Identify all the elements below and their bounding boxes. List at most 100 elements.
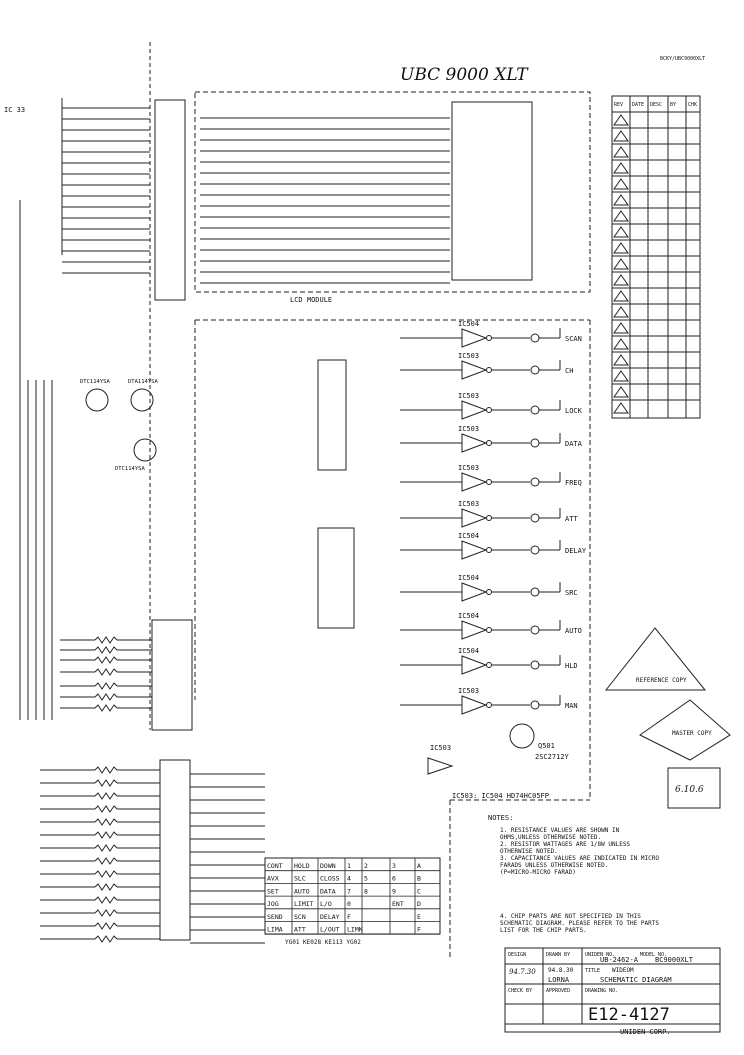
key-matrix-cell: DOWN [320,862,336,870]
note-line: 1. RESISTANCE VALUES ARE SHOWN IN [500,827,620,834]
key-matrix-cell: 8 [364,887,368,895]
key-matrix-cell: 1 [347,862,351,870]
key-matrix-cell: HOLD [294,862,310,870]
note-line: FARADS UNLESS OTHERWISE NOTED. [500,862,608,869]
ic-label: IC504 [458,574,479,582]
key-matrix-cell: DELAY [320,913,340,921]
tb-model: BC9000XLT [655,956,694,964]
note-line: (P=MICRO-MICRO FARAD) [500,869,576,876]
key-matrix-cell: 7 [347,887,351,895]
tb-company: UNIDEN CORP. [620,1028,671,1036]
key-matrix-cell: L/OUT [320,926,340,934]
led-label-lock: LOCK [565,407,583,415]
key-matrix-cell: SLC [294,875,306,883]
tb-checked: CHECK BY [508,988,532,994]
led-label-man: MAN [565,702,578,710]
key-matrix-cell: A [417,862,421,870]
tb-approved: APPROVED [546,988,570,994]
note-line: 2. RESISTOR WATTAGES ARE 1/8W UNLESS [500,841,630,848]
led-label-src: SRC [565,589,578,597]
key-matrix-cell: 4 [347,875,351,883]
q501-label: Q501 [538,742,555,750]
key-matrix-cell: LIMK [347,926,363,934]
stamp-date: 6.10.6 [675,785,704,795]
led-label-delay: DELAY [565,547,587,555]
ic-label: IC503 [458,352,479,360]
tb-sub-label: WIDEOM [612,967,634,974]
key-matrix-cell: SEND [267,913,283,921]
key-matrix-cell: LIMIT [294,900,314,908]
key-matrix-cell: CLOSS [320,875,340,883]
ic-label: IC503 [458,687,479,695]
key-matrix-cell: ENT [392,900,404,908]
key-matrix-cell: D [417,900,421,908]
notes-title: NOTES: [488,814,513,822]
led-label-ch: CH [565,367,573,375]
lcd-module-label: LCD MODULE [290,296,332,304]
rev-header: DATE [632,102,644,108]
tb-model-label: MODEL NO. [640,952,667,958]
ic-label: IC504 [458,320,479,328]
led-label-auto: AUTO [565,627,582,635]
stamp-master: MASTER COPY [672,730,712,737]
top-right-code: BCKY/UBC9000XLT [660,56,705,62]
key-matrix-cell: F [417,926,421,934]
transistor-label-2: DTA114YSA [128,379,158,385]
key-matrix-cell: E [417,913,421,921]
tb-drawing-no-label: DRAWING NO. [585,988,618,994]
tb-drawn-by: DRAWN BY [546,952,570,958]
tb-drawing-no: E12-4127 [588,1005,670,1025]
key-matrix-cell: CONT [267,862,283,870]
key-matrix-cell: AUTO [294,887,310,895]
led-label-att: ATT [565,515,578,523]
key-matrix-cell: F [347,913,351,921]
ic-label: IC504 [458,612,479,620]
ic-label: IC504 [458,532,479,540]
key-matrix-cell: C [417,887,421,895]
rev-header: REV [614,102,623,108]
led-label-scan: SCAN [565,335,582,343]
ic-label: IC504 [458,647,479,655]
tb-unit-no-label: UNIDEN NO. [585,952,615,958]
key-matrix-cell: 6 [392,875,396,883]
key-matrix-cell: 0 [347,900,351,908]
tb-title: SCHEMATIC DIAGRAM [600,976,672,984]
key-matrix-cell: JOG [267,900,279,908]
rev-header: BY [670,102,676,108]
key-matrix-cell: AVX [267,875,279,883]
ic-label: IC503 [458,464,479,472]
key-matrix-cell: 9 [392,887,396,895]
rev-header: DESC [650,102,662,108]
key-matrix-cell: 3 [392,862,396,870]
tb-name: LORNA [548,976,570,984]
key-matrix-cell: LIMA [267,926,283,934]
note-line: 3. CAPACITANCE VALUES ARE INDICATED IN M… [500,855,659,862]
led-label-data: DATA [565,440,583,448]
key-matrix-cell: SCN [294,913,306,921]
handwritten-title: UBC 9000 XLT [400,65,529,85]
key-matrix-cell: SET [267,887,279,895]
stamp-reference: REFERENCE COPY [636,677,687,684]
key-matrix-cell: 2 [364,862,368,870]
note-line: LIST FOR THE CHIP PARTS. [500,927,587,934]
note-line: 4. CHIP PARTS ARE NOT SPECIFIED IN THIS [500,913,641,920]
transistor-label-1: DTC114YSA [80,379,110,385]
led-label-hld: HLD [565,662,578,670]
tb-designer: DESIGN [508,952,526,958]
ic-left-label: IC 33 [4,106,25,114]
ic-label: IC503 [458,500,479,508]
key-matrix-footer: YG01 KE028 KE113 YG02 [285,939,361,946]
led-label-freq: FREQ [565,479,582,487]
ic-label: IC503 [430,744,451,752]
q501-part: 2SC2712Y [535,753,570,761]
key-matrix-cell: B [417,875,421,883]
rev-header: CHK [688,102,697,108]
key-matrix-cell: L/O [320,900,332,908]
tb-date1: 94.7.30 [509,968,536,976]
tb-unit-no: UB-2462-A [600,956,639,964]
ic-note: IC503: IC504 HD74HC05FP [452,792,549,800]
ic-label: IC503 [458,425,479,433]
key-matrix-cell: 5 [364,875,368,883]
note-line: OTHERWISE NOTED. [500,848,558,855]
